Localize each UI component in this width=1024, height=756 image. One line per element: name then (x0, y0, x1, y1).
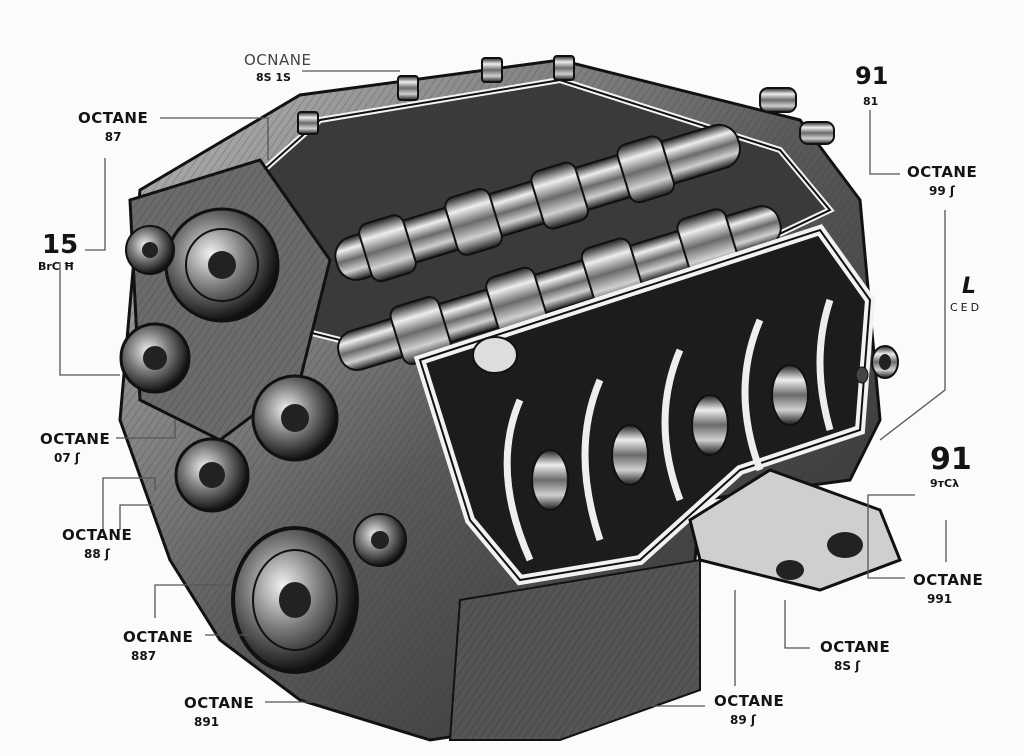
label-left-mid: OCTANE 07 ʃ (40, 430, 111, 465)
alternator-pulley (251, 374, 339, 462)
leader-lines (59, 70, 947, 707)
label-left-88: OCTANE 88 ʃ (62, 526, 133, 561)
aux-pulley (353, 513, 407, 567)
label-right-L: L CED (950, 274, 983, 314)
camshaft-upper (334, 123, 741, 283)
cam-end-plugs (759, 87, 835, 145)
label-left-887: OCTANE 887 (123, 628, 194, 663)
label-right-91-low: 91 9тCλ (930, 442, 972, 490)
crank-webs (503, 298, 834, 562)
label-top-center: OCNANE 8S 1S (244, 51, 312, 84)
label-bottom-left: OCTANE 891 (184, 694, 255, 729)
crank-journals (531, 364, 809, 511)
label-right-91-top: 91 81 (855, 62, 889, 108)
label-right-upper: OCTANE 99 ʃ (907, 163, 978, 198)
label-bottom-center: OCTANE 89 ʃ (714, 692, 785, 727)
water-pump-pulley (174, 437, 250, 513)
cam-sprocket (164, 207, 280, 323)
tensioner-pulley (119, 322, 191, 394)
label-left-top: OCTANE 87 (78, 109, 149, 144)
lifter (472, 336, 518, 374)
bushing (871, 345, 899, 379)
label-bottom-right: OCTANE 8S ʃ (820, 638, 891, 673)
engine-mount-bracket (688, 468, 902, 592)
camshaft-lower (337, 205, 782, 371)
crankshaft-pulley (231, 526, 359, 674)
label-right-lower: OCTANE 991 (913, 571, 984, 606)
idler-pulley-small (125, 225, 175, 275)
valve-caps (297, 55, 575, 135)
label-left-15: 15 BrC Ħ (38, 230, 79, 273)
